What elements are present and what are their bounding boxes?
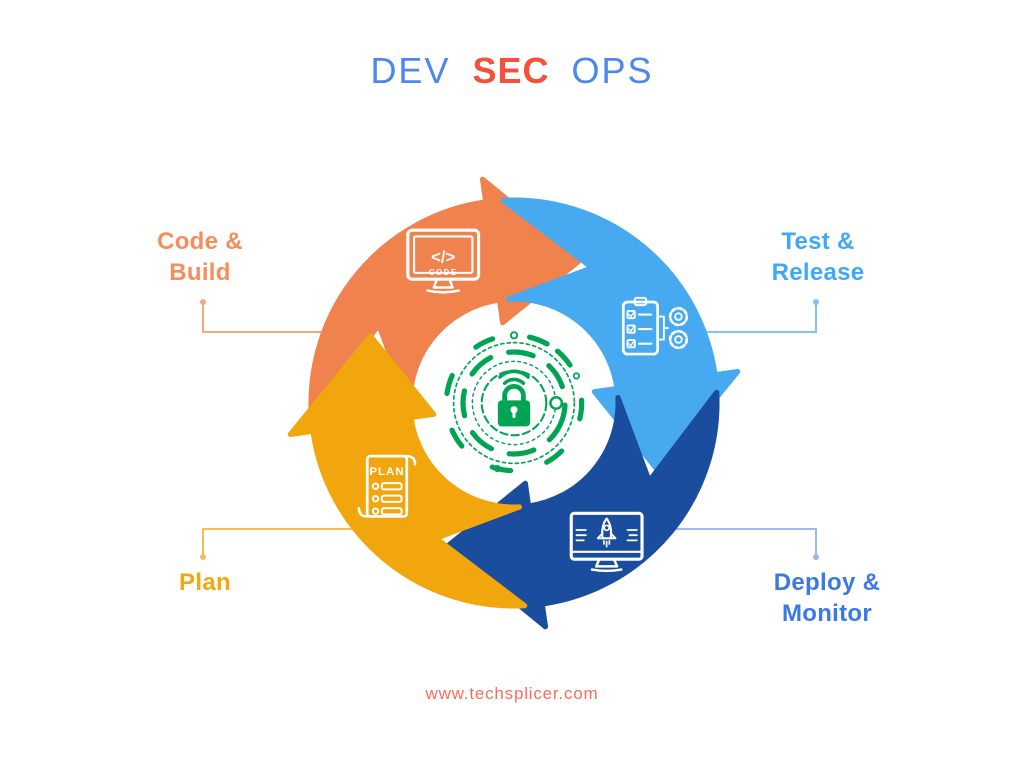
connector-dot <box>200 299 206 305</box>
arrow-code-build <box>308 176 584 417</box>
wifi-signal-icon <box>502 377 526 385</box>
label-plan-line1: Plan <box>179 569 231 596</box>
gear-icon <box>668 329 689 350</box>
title-part-ops: OPS <box>571 50 654 91</box>
label-deploy-monitor: Deploy & Monitor <box>737 567 917 629</box>
arrow-deploy-monitor <box>444 389 720 630</box>
gear-icon <box>668 306 689 327</box>
label-deploy-monitor-line2: Monitor <box>781 600 873 627</box>
arrow-test-release <box>500 197 741 473</box>
connector-line <box>202 528 362 530</box>
label-code-build-line1: Code & <box>157 228 243 255</box>
code-monitor-icon: </> CODE <box>406 228 481 294</box>
label-test-release-line1: Test & <box>781 228 855 255</box>
label-code-build: Code & Build <box>110 226 290 288</box>
connector-line <box>695 331 817 333</box>
connector-line <box>662 528 817 530</box>
connector-line <box>815 528 817 555</box>
rocket-monitor-icon <box>569 511 644 573</box>
plan-scroll-icon: PLAN <box>357 454 417 518</box>
circuit-node <box>549 396 564 410</box>
devsecops-cycle-diagram: </> CODE <box>285 174 743 637</box>
code-tag-text: </> <box>431 247 455 266</box>
lock-shackle <box>502 383 526 404</box>
label-test-release: Test & Release <box>728 226 908 288</box>
plan-caption-text: PLAN <box>369 466 404 478</box>
connector-line <box>202 304 204 333</box>
connector-dot <box>813 554 819 560</box>
label-plan: Plan <box>115 567 295 598</box>
label-test-release-line2: Release <box>771 259 865 286</box>
security-lock-icon <box>443 331 585 474</box>
lock-keyhole-stem <box>512 411 516 419</box>
connector-line <box>202 528 204 555</box>
cycle-svg: </> CODE <box>287 176 741 630</box>
clipboard-gears-icon <box>621 296 689 356</box>
connector-line <box>815 304 817 333</box>
connector-dot <box>200 554 206 560</box>
connector-line <box>202 331 330 333</box>
page-title: DEV SEC OPS <box>0 50 1024 92</box>
lock-keyhole <box>510 406 518 414</box>
wifi-signal-icon <box>498 369 530 379</box>
title-part-dev: DEV <box>370 50 451 91</box>
connector-dot <box>813 299 819 305</box>
title-part-sec: SEC <box>472 50 550 91</box>
label-code-build-line2: Build <box>169 259 231 286</box>
label-deploy-monitor-line1: Deploy & <box>773 569 881 596</box>
code-caption-text: CODE <box>429 268 458 277</box>
website-url: www.techsplicer.com <box>425 684 599 703</box>
